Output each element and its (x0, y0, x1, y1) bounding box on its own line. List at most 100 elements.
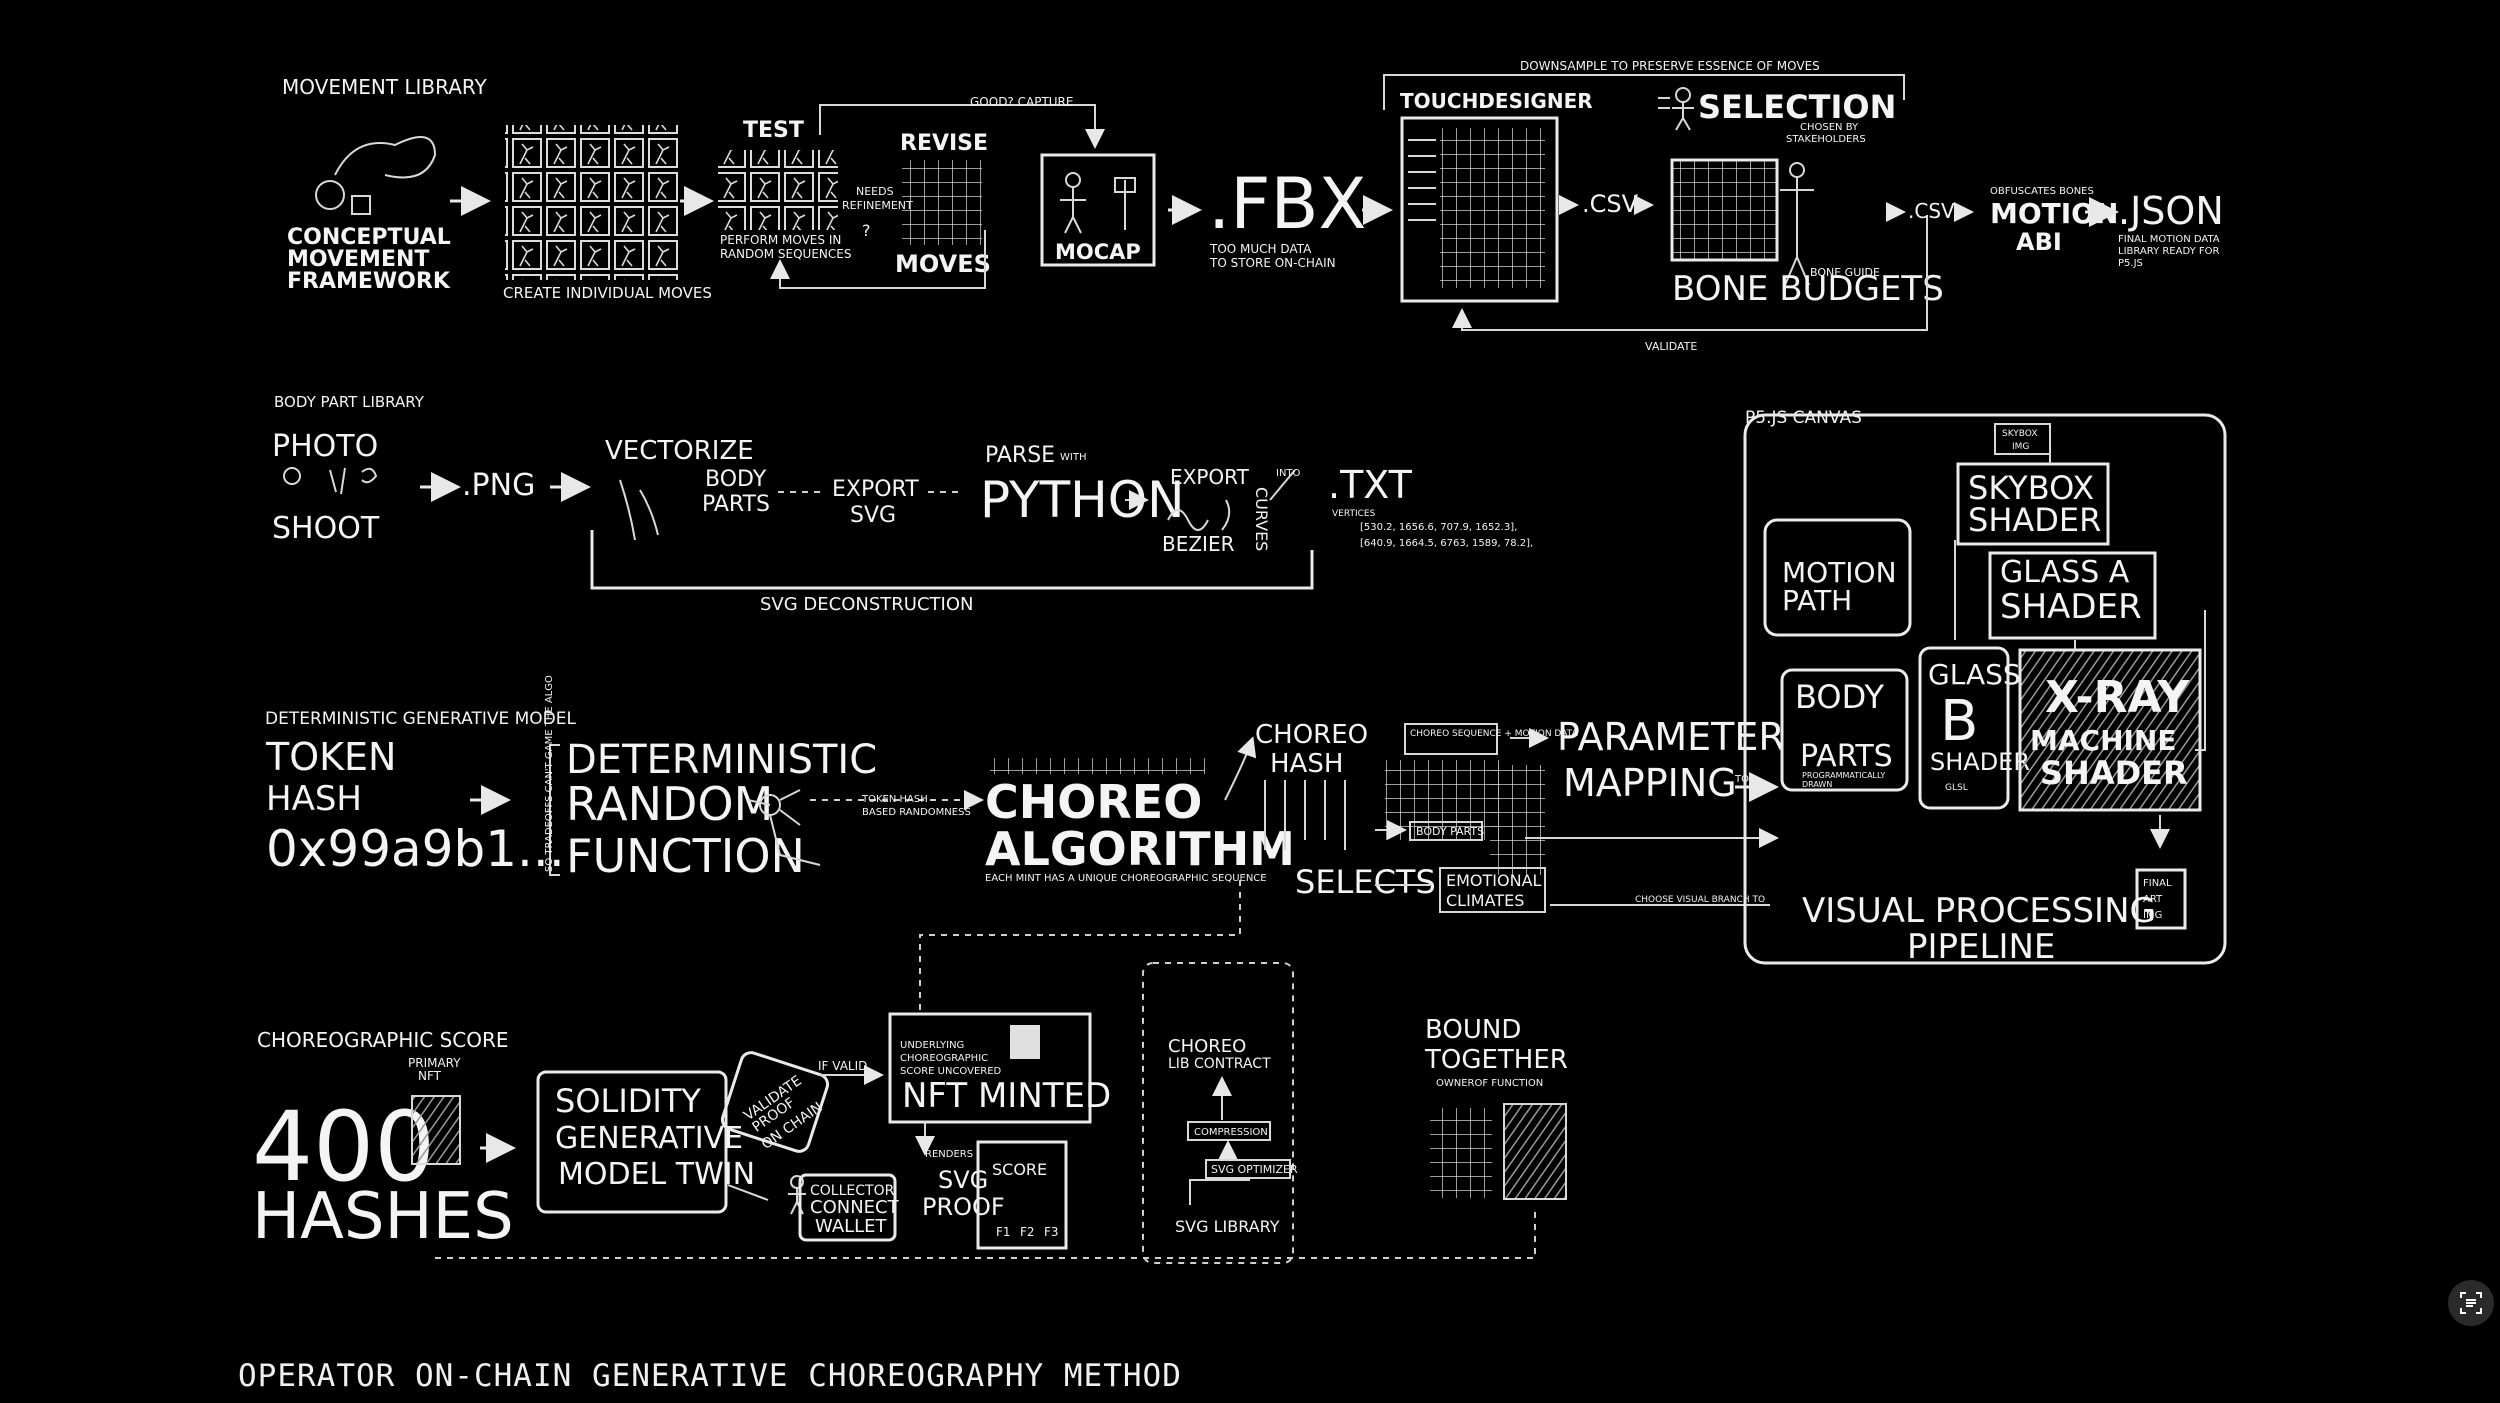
hash-parse-lines (1264, 780, 1346, 850)
test-grid (718, 150, 838, 230)
contract-box (1142, 962, 1294, 1264)
bound-line-1: BOUND (1425, 1015, 1521, 1045)
perform-line-1: PERFORM MOVES IN (720, 233, 841, 247)
p5-frame (1743, 413, 2227, 965)
bound-art-frame (1503, 1103, 1567, 1200)
p5-body-line-2: PARTS (1800, 739, 1893, 774)
bound-score-thumb (1430, 1108, 1492, 1198)
photo-label: PHOTO (272, 429, 378, 464)
vertices-line-2: [640.9, 1664.5, 6763, 1589, 78.2], (1360, 538, 1533, 549)
perform-line-2: RANDOM SEQUENCES (720, 247, 851, 261)
collector-line-1: COLLECTOR (810, 1183, 895, 1199)
hashes-label: HASHES (252, 1180, 514, 1254)
body-parts-label: BODY PARTS (1416, 825, 1484, 838)
owner-of-label: OWNEROF FUNCTION (1436, 1078, 1543, 1089)
underlying-line-2: CHOREOGRAPHIC (900, 1053, 988, 1064)
touchdesigner-label: TOUCHDESIGNER (1400, 89, 1593, 113)
skeleton-icon (1780, 162, 1814, 286)
glass-b-line-2: B (1940, 689, 1978, 754)
glass-b-line-3: SHADER (1930, 748, 2030, 776)
section-label-body-part-library: BODY PART LIBRARY (274, 393, 425, 411)
sequence-label: CHOREO SEQUENCE + MOTION DATA (1410, 729, 1578, 739)
xray-line-3: SHADER (2040, 754, 2188, 792)
bezier-curve-icon (1167, 499, 1231, 531)
xray-box (2018, 648, 2202, 812)
create-moves-label: CREATE INDIVIDUAL MOVES (503, 284, 712, 302)
csv2-label: .CSV (1908, 199, 1955, 223)
needs-label: NEEDS (856, 185, 894, 198)
vpp-line-1: VISUAL PROCESSING (1802, 891, 2156, 931)
programmatically-line-2: DRAWN (1802, 780, 1832, 789)
row-deterministic-model: DETERMINISTIC GENERATIVE MODEL TOKEN HAS… (265, 675, 1785, 913)
optimizer-links (1189, 1179, 1250, 1205)
sequence-strip (990, 758, 1205, 774)
bone-table-frame (1670, 158, 1779, 262)
stick-figure-icon (1658, 87, 1694, 131)
txt-label: .TXT (1328, 463, 1413, 507)
mocap-box (1040, 153, 1156, 267)
choreo-lib-line-1: CHOREO (1168, 1036, 1246, 1057)
touchdesigner-window (1400, 116, 1559, 303)
score-label: SCORE (992, 1160, 1047, 1179)
hex-hash: 0x99a9b1... (266, 820, 565, 878)
primary-nft-thumbnail (412, 1096, 460, 1164)
arrow-to-choreo-hash (1224, 736, 1257, 801)
choreo-hash-line-2: HASH (1270, 749, 1343, 779)
drf-line-1: DETERMINISTIC (566, 737, 877, 783)
score-col-1: F1 (996, 1225, 1011, 1239)
final-art-line-1: FINAL (2143, 878, 2172, 889)
chosen-line-2: STAKEHOLDERS (1786, 134, 1866, 145)
bound-line-2: TOGETHER (1424, 1045, 1568, 1075)
svg-proof-line-2: PROOF (922, 1193, 1005, 1221)
mapping-label: MAPPING (1563, 761, 1737, 805)
primary-line-1: PRIMARY (408, 1056, 461, 1070)
abi-label: ABI (2016, 228, 2062, 256)
chosen-line-1: CHOSEN BY (1800, 122, 1859, 133)
compression-label: COMPRESSION (1194, 1127, 1268, 1138)
final-art-line-2: ART (2143, 894, 2163, 905)
export-svg-line-2: SVG (850, 503, 896, 528)
conceptual-line-3: FRAMEWORK (287, 269, 451, 294)
good-capture-loop (819, 104, 1105, 149)
final-art-box (2135, 868, 2187, 930)
bottom-dashed-link (435, 1208, 1536, 1259)
vpp-line-2: PIPELINE (1907, 927, 2055, 967)
section-label-deterministic: DETERMINISTIC GENERATIVE MODEL (265, 709, 577, 729)
hash-label: HASH (266, 779, 362, 819)
body-parts-line-2: PARTS (702, 492, 770, 517)
hash-count: 400 (252, 1091, 435, 1203)
csv1-label: .CSV (1582, 190, 1639, 218)
nft-minted-label: NFT MINTED (902, 1076, 1111, 1116)
solidity-box (536, 1070, 728, 1214)
bezier-label: BEZIER (1162, 532, 1235, 556)
motion-path-line-2: PATH (1782, 584, 1852, 617)
drf-line-3: FUNCTION (566, 829, 805, 883)
renders-label: RENDERS (925, 1149, 973, 1160)
body-part-photos-icon (283, 467, 378, 495)
vertices-label: VERTICES (1332, 509, 1376, 519)
vectorize-label: VECTORIZE (605, 436, 754, 466)
xray-line-1: X-RAY (2045, 672, 2190, 723)
selection-label: SELECTION (1698, 88, 1896, 126)
image-search-button[interactable] (2448, 1280, 2494, 1326)
svg-optimizer-box (1205, 1159, 1291, 1179)
body-parts-shader-box (1780, 668, 1909, 792)
fbx-label: .FBX (1208, 163, 1367, 245)
json-label: .JSON (2118, 189, 2224, 233)
svg-deconstruction-label: SVG DECONSTRUCTION (760, 594, 973, 615)
arrow-into-txt (1269, 469, 1296, 501)
skybox-img-line-2: IMG (2012, 442, 2029, 452)
nft-preview (1010, 1025, 1040, 1059)
export-svg-line-1: EXPORT (832, 477, 919, 502)
glass-a-line-1: GLASS A (2000, 555, 2130, 590)
score-sheet (976, 1140, 1068, 1250)
with-label: WITH (1060, 452, 1086, 463)
row-movement-library: MOVEMENT LIBRARY CONCEPTUAL MOVEMENT FRA… (282, 59, 2224, 353)
token-label: TOKEN (265, 735, 396, 779)
each-mint-label: EACH MINT HAS A UNIQUE CHOREOGRAPHIC SEQ… (985, 873, 1267, 884)
body-parts-line-1: BODY (705, 467, 767, 492)
final-motion-line-2: LIBRARY READY FOR (2118, 246, 2220, 257)
section-label-movement-library: MOVEMENT LIBRARY (282, 75, 488, 99)
revise-label: REVISE (900, 131, 988, 156)
